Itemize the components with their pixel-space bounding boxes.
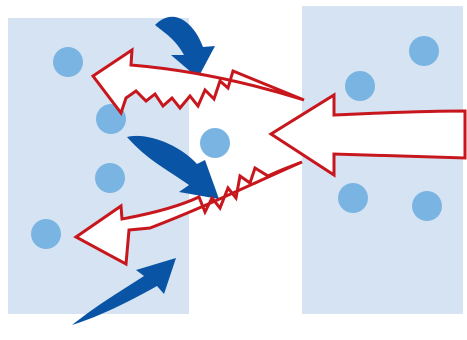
particle [345, 71, 375, 101]
particle [31, 219, 61, 249]
particle [412, 191, 442, 221]
particle [200, 128, 230, 158]
red-arrow-gap-lower [255, 147, 272, 159]
particle [53, 47, 83, 77]
red-arrow-gap-upper [251, 113, 268, 126]
particle [95, 163, 125, 193]
particle [409, 36, 439, 66]
particle [338, 183, 368, 213]
